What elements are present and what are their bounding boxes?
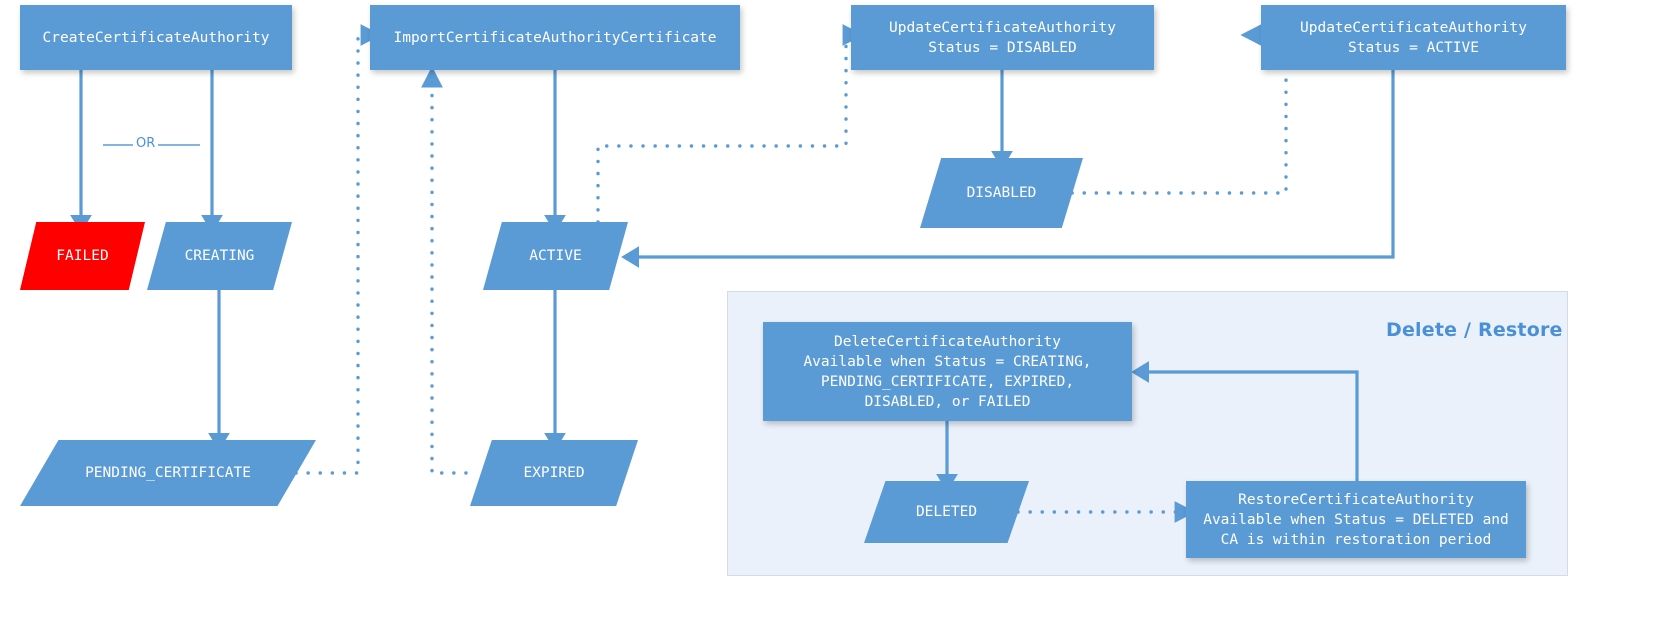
or-label: OR xyxy=(133,136,159,151)
node-restore-certificate-authority[interactable]: RestoreCertificateAuthority Available wh… xyxy=(1186,481,1526,558)
node-failed[interactable]: FAILED xyxy=(20,222,145,290)
delete-restore-panel-title: Delete / Restore xyxy=(1386,319,1563,341)
node-disabled[interactable]: DISABLED xyxy=(920,158,1083,228)
node-active[interactable]: ACTIVE xyxy=(483,222,628,290)
node-delete-certificate-authority[interactable]: DeleteCertificateAuthority Available whe… xyxy=(763,322,1132,421)
node-pending-certificate[interactable]: PENDING_CERTIFICATE xyxy=(20,440,316,506)
node-update-certificate-authority-disabled[interactable]: UpdateCertificateAuthority Status = DISA… xyxy=(851,5,1154,70)
node-create-certificate-authority[interactable]: CreateCertificateAuthority xyxy=(20,5,292,70)
node-creating[interactable]: CREATING xyxy=(147,222,292,290)
node-deleted[interactable]: DELETED xyxy=(864,481,1029,543)
node-import-certificate-authority-certificate[interactable]: ImportCertificateAuthorityCertificate xyxy=(370,5,740,70)
edge-pending-to-import xyxy=(294,24,382,475)
edge-expired-to-import xyxy=(421,66,468,475)
node-update-certificate-authority-active[interactable]: UpdateCertificateAuthority Status = ACTI… xyxy=(1261,5,1566,70)
node-expired[interactable]: EXPIRED xyxy=(470,440,638,506)
